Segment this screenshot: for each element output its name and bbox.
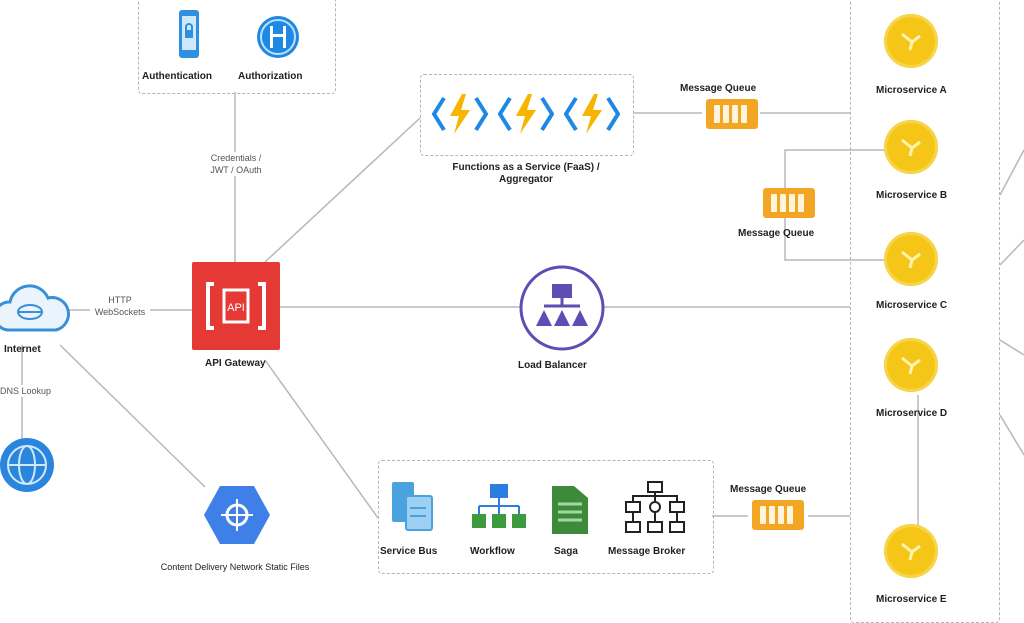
service-bus-label: Service Bus xyxy=(380,546,438,557)
edge-line-2 xyxy=(999,239,1024,266)
message-queue-bottom-label: Message Queue xyxy=(730,484,807,495)
load-balancer-icon xyxy=(519,265,605,351)
microservice-e-label: Microservice E xyxy=(876,594,947,605)
dns-globe-icon xyxy=(0,438,54,492)
microservice-a-icon xyxy=(884,14,938,68)
edge-line-3 xyxy=(999,339,1024,356)
gateway-to-faas-line xyxy=(264,117,421,263)
message-queue-mid-label: Message Queue xyxy=(738,228,815,239)
internet-label: Internet xyxy=(4,344,41,355)
authorization-label: Authorization xyxy=(238,71,303,82)
api-gateway-icon: API xyxy=(192,262,280,350)
api-gateway-label: API Gateway xyxy=(205,358,266,369)
load-balancer-label: Load Balancer xyxy=(518,360,587,371)
message-broker-icon xyxy=(625,481,685,533)
workflow-icon xyxy=(472,484,526,528)
cdn-label: Content Delivery Network Static Files xyxy=(160,562,310,572)
service-bus-icon xyxy=(392,482,433,531)
cloud-globe-icon xyxy=(0,284,70,332)
saga-icon xyxy=(552,486,588,534)
microservice-b-label: Microservice B xyxy=(876,190,948,201)
svg-text:API: API xyxy=(227,302,245,314)
message-queue-top-label: Message Queue xyxy=(680,83,757,94)
credentials-link-label: Credentials / JWT / OAuth xyxy=(205,152,267,176)
dns-link-label: DNS Lookup xyxy=(0,385,52,397)
saga-label: Saga xyxy=(554,546,578,557)
function-icon-2 xyxy=(498,94,554,134)
microservice-b-icon xyxy=(884,120,938,174)
faas-label: Functions as a Service (FaaS) / Aggregat… xyxy=(452,162,600,185)
microservice-c-icon xyxy=(884,232,938,286)
microservice-c-label: Microservice C xyxy=(876,300,948,311)
phone-lock-icon xyxy=(179,10,199,58)
edge-line-4 xyxy=(999,414,1024,456)
edge-line-1 xyxy=(999,149,1024,196)
faas-group xyxy=(420,74,634,156)
cdn-hexagon-icon xyxy=(204,486,270,544)
microservice-a-label: Microservice A xyxy=(876,85,947,96)
message-queue-top-icon xyxy=(706,99,758,129)
workflow-label: Workflow xyxy=(470,546,515,557)
message-broker-label: Message Broker xyxy=(608,546,686,557)
gateway-to-integration-line xyxy=(264,359,379,519)
microservice-d-label: Microservice D xyxy=(876,408,948,419)
shield-key-icon xyxy=(257,16,299,58)
microservice-e-icon xyxy=(884,524,938,578)
authentication-label: Authentication xyxy=(142,71,212,82)
internet-to-cdn-line xyxy=(59,344,206,488)
message-queue-mid-icon xyxy=(763,188,815,218)
http-link-label: HTTP WebSockets xyxy=(90,294,150,318)
microservice-d-icon xyxy=(884,338,938,392)
function-icon-1 xyxy=(432,94,488,134)
message-queue-bottom-icon xyxy=(752,500,804,530)
integration-group xyxy=(378,460,714,574)
auth-group xyxy=(138,0,336,94)
function-icon-3 xyxy=(564,94,620,134)
